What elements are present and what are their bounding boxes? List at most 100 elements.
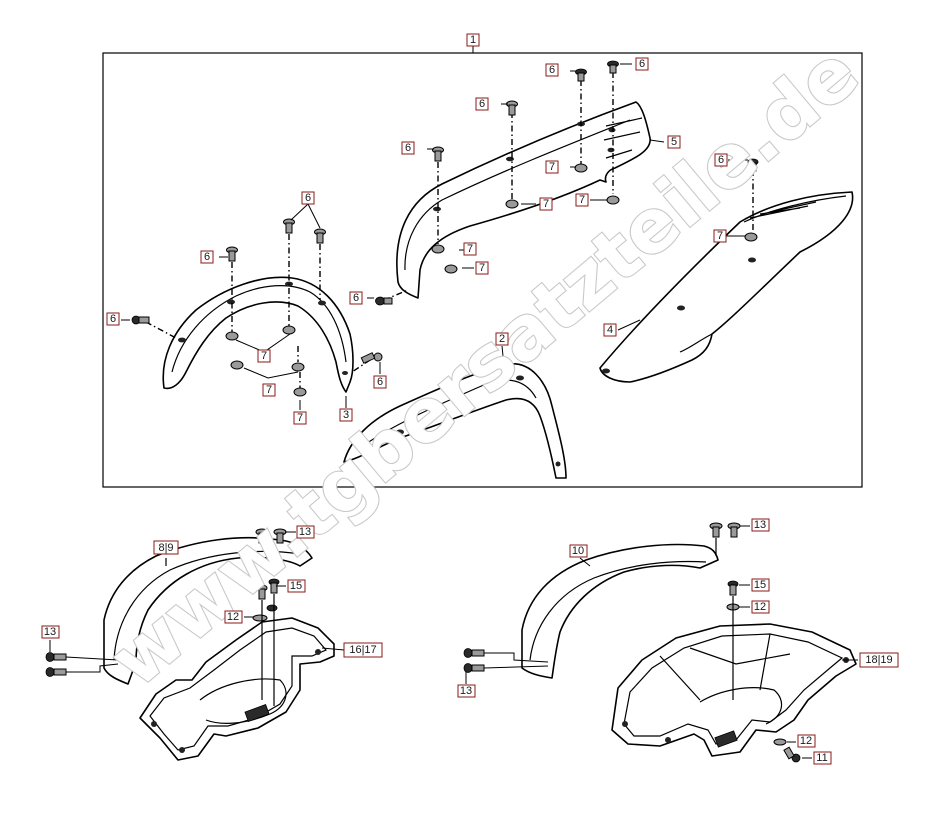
svg-text:13: 13 [299, 526, 311, 538]
label-7: 7 [539, 197, 553, 211]
nut-icon [444, 264, 458, 274]
label-7: 7 [262, 383, 276, 397]
nut-icon [744, 232, 758, 242]
label-12: 12 [224, 610, 243, 624]
label-6: 6 [301, 191, 315, 205]
screw-icon [45, 652, 67, 662]
washer-icon [266, 604, 278, 612]
svg-text:13: 13 [460, 685, 472, 697]
nut-icon [574, 163, 588, 173]
label-6: 6 [475, 97, 489, 111]
screw-icon [709, 522, 723, 538]
label-7: 7 [713, 229, 727, 243]
svg-text:6: 6 [549, 64, 555, 76]
svg-text:7: 7 [717, 230, 723, 242]
svg-text:6: 6 [110, 313, 116, 325]
screw-icon [432, 146, 444, 162]
label-6: 6 [373, 375, 387, 389]
svg-text:18|19: 18|19 [865, 654, 892, 666]
svg-text:6: 6 [479, 98, 485, 110]
part-8-9-rear-fender [103, 536, 313, 685]
svg-text:5: 5 [671, 136, 677, 148]
label-6: 6 [635, 57, 649, 71]
svg-text:6: 6 [353, 292, 359, 304]
svg-text:11: 11 [816, 752, 827, 764]
part-3-arched-fender [162, 276, 354, 393]
svg-text:13: 13 [754, 519, 766, 531]
label-15: 15 [287, 579, 306, 593]
svg-text:7: 7 [479, 262, 485, 274]
label-1: 1 [466, 33, 480, 47]
screw-icon [314, 228, 326, 244]
label-7: 7 [475, 261, 489, 275]
screw-icon [45, 667, 67, 677]
nut-icon [291, 362, 305, 372]
svg-text:4: 4 [607, 324, 613, 336]
label-13: 13 [41, 625, 60, 639]
label-15: 15 [751, 578, 770, 592]
svg-text:7: 7 [261, 350, 267, 362]
label-6: 6 [545, 63, 559, 77]
screw-icon [463, 663, 485, 673]
label-6: 6 [200, 250, 214, 264]
nut-icon [431, 244, 445, 254]
label-6: 6 [714, 153, 728, 167]
screw-icon [727, 580, 739, 596]
screw-icon [131, 315, 150, 325]
svg-text:7: 7 [579, 194, 585, 206]
screw-icon [226, 246, 238, 262]
svg-text:10: 10 [572, 545, 584, 557]
svg-text:12: 12 [800, 735, 812, 747]
svg-text:16|17: 16|17 [349, 644, 376, 656]
part-18-19-mudguard [611, 623, 857, 757]
screw-icon [283, 218, 295, 234]
svg-text:7: 7 [467, 243, 473, 255]
label-13: 13 [457, 684, 476, 698]
svg-text:2: 2 [499, 333, 505, 345]
screw-icon [575, 68, 587, 82]
label-7: 7 [575, 193, 589, 207]
assembly-frame [102, 52, 863, 488]
svg-text:6: 6 [405, 142, 411, 154]
part-2-front-fender [343, 363, 567, 479]
part-labels: 1 6 6 6 6 6 6 6 6 6 6 7 7 7 7 7 7 7 7 7 … [41, 33, 899, 765]
label-6: 6 [349, 291, 363, 305]
nut-icon [505, 199, 519, 209]
svg-text:1: 1 [470, 34, 476, 46]
label-12: 12 [797, 734, 816, 748]
nut-icon [293, 387, 307, 397]
screw-icon [463, 648, 485, 658]
screw-icon [375, 296, 393, 306]
label-8-9: 8|9 [153, 540, 179, 555]
svg-text:6: 6 [639, 58, 645, 70]
svg-text:6: 6 [204, 251, 210, 263]
svg-text:7: 7 [297, 412, 303, 424]
svg-text:12: 12 [227, 611, 239, 623]
label-2: 2 [495, 332, 509, 346]
svg-text:6: 6 [377, 376, 383, 388]
screw-icon [783, 746, 801, 763]
fasteners-upper [131, 60, 759, 397]
screw-icon [268, 578, 280, 594]
nut-icon [225, 331, 239, 341]
nut-icon [282, 325, 296, 335]
part-10-rear-fender [521, 543, 719, 679]
label-18-19: 18|19 [859, 652, 899, 668]
screw-icon [255, 528, 269, 544]
svg-text:7: 7 [549, 161, 555, 173]
label-12: 12 [751, 600, 770, 614]
svg-text:3: 3 [343, 409, 349, 421]
svg-text:6: 6 [305, 192, 311, 204]
nut-icon [230, 360, 244, 370]
label-7: 7 [293, 411, 307, 425]
label-7: 7 [545, 160, 559, 174]
label-6: 6 [106, 312, 120, 326]
screw-icon [747, 158, 759, 172]
screw-icon [607, 60, 619, 74]
label-10: 10 [569, 544, 588, 558]
part-16-17-mudguard [139, 617, 335, 761]
fasteners-lower-left [45, 528, 345, 706]
part-5-upper-fender [396, 101, 651, 299]
svg-text:15: 15 [754, 579, 766, 591]
